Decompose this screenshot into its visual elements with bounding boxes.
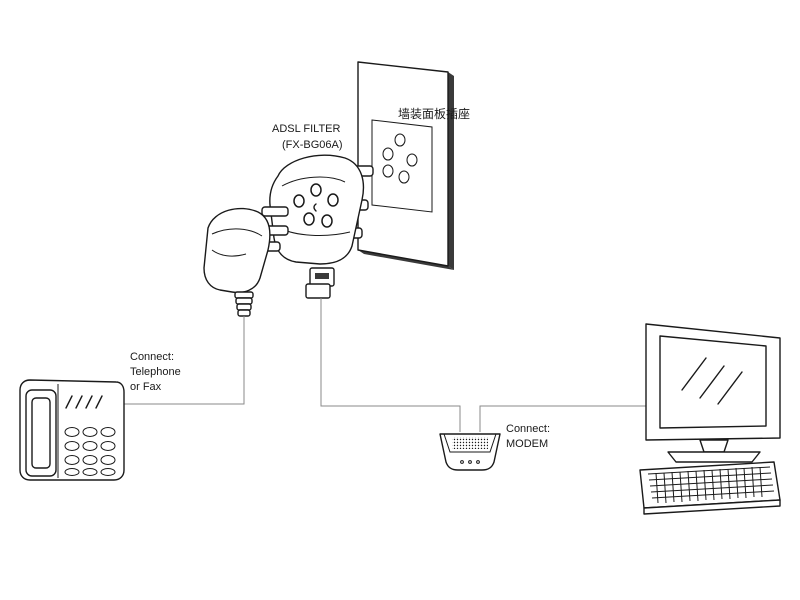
keyboard-icon (639, 461, 781, 515)
cable-modem-line (320, 298, 461, 432)
wall-socket-holes (382, 133, 418, 184)
filter-title-label: ADSL FILTER (272, 123, 341, 135)
phone-fax-label: or Fax (130, 381, 162, 393)
modem-label: MODEM (506, 438, 548, 450)
filter-model-label: (FX-BG06A) (282, 139, 343, 151)
keyboard-keys (647, 466, 775, 504)
monitor-icon (645, 323, 781, 463)
wall-socket-label: 墙装面板插座 (398, 106, 470, 121)
telephone-keypad (64, 427, 116, 476)
modem-connect-label: Connect: (506, 423, 550, 435)
telephone-icon (19, 379, 125, 481)
adsl-filter (269, 154, 374, 299)
phone-connect-label: Connect: (130, 351, 174, 363)
cable-phone (122, 316, 245, 405)
phone-telephone-label: Telephone (130, 366, 181, 378)
modem-icon (439, 433, 501, 471)
cable-computer (479, 405, 646, 432)
